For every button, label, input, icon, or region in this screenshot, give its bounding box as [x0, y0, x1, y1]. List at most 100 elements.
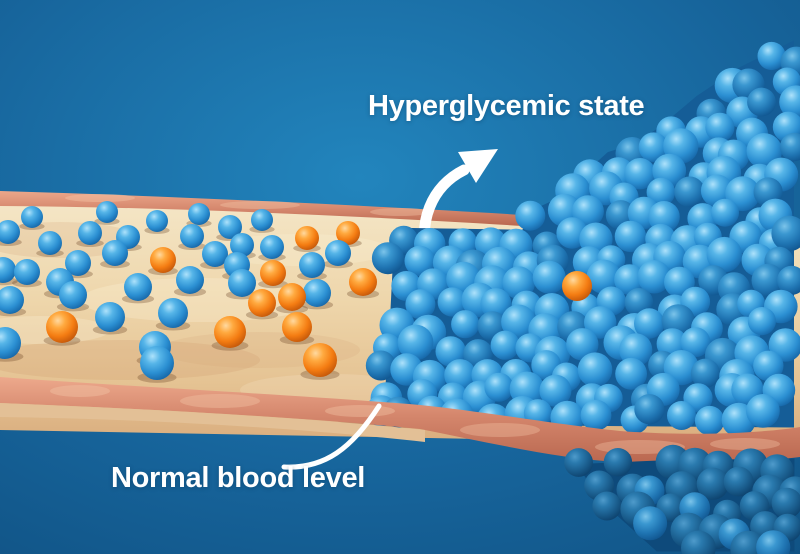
blue-molecule-sphere: [696, 467, 729, 500]
blue-molecule-sphere: [674, 176, 705, 208]
blue-molecule-sphere: [188, 203, 210, 225]
arrow-head-icon: [458, 149, 498, 183]
blue-molecule-sphere: [619, 333, 653, 367]
blue-molecule-sphere: [65, 250, 91, 276]
blue-molecule-sphere: [490, 330, 520, 360]
blue-molecule-sphere: [706, 236, 742, 273]
blue-molecule-sphere: [501, 304, 536, 340]
blue-molecule-sphere: [634, 394, 665, 425]
blue-molecule-sphere: [158, 298, 188, 328]
blue-molecule-sphere: [580, 399, 612, 431]
blue-molecule-sphere: [747, 87, 776, 117]
vessel-lower-wall-edge: [0, 403, 425, 442]
blue-molecule-sphere: [638, 132, 669, 162]
blue-molecule-sphere: [21, 206, 43, 228]
orange-molecule-sphere: [336, 221, 360, 245]
orange-molecule-sphere: [248, 289, 276, 317]
blue-molecule-sphere: [637, 260, 671, 294]
blue-molecule-sphere: [124, 273, 152, 301]
blue-molecule-sphere: [14, 259, 40, 285]
blue-molecule-sphere: [0, 286, 24, 314]
blue-molecule-sphere: [405, 289, 436, 320]
blue-molecule-sphere: [303, 279, 331, 307]
blue-molecule-sphere: [592, 491, 622, 521]
blue-molecule-sphere: [38, 231, 62, 255]
orange-molecule-sphere: [303, 343, 337, 377]
blue-molecule-sphere: [624, 158, 656, 190]
blue-molecule-sphere: [633, 506, 668, 541]
blue-molecule-sphere: [218, 215, 242, 239]
orange-molecule-sphere: [150, 247, 176, 273]
blue-molecule-sphere: [0, 257, 16, 283]
blue-molecule-sphere: [667, 401, 696, 430]
glucose-spill-group: [564, 444, 800, 554]
blue-molecule-sphere: [723, 466, 754, 497]
orange-molecule-sphere: [349, 268, 377, 296]
blue-molecule-sphere: [779, 132, 800, 162]
vessel-upper-wall: [0, 191, 523, 226]
blue-molecule-sphere: [680, 327, 711, 358]
vessel-upper-wall-texture: [65, 194, 430, 216]
blue-molecule-sphere: [646, 177, 676, 207]
blue-molecule-sphere: [584, 306, 617, 339]
blue-molecule-sphere: [747, 307, 777, 336]
blue-molecule-sphere: [571, 195, 604, 228]
blue-molecule-sphere: [614, 264, 645, 295]
blue-molecule-sphere: [180, 224, 204, 248]
blue-molecule-sphere: [757, 41, 786, 71]
blue-molecule-sphere: [532, 260, 566, 294]
blue-molecule-sphere: [614, 220, 647, 253]
blue-molecule-sphere: [230, 233, 254, 257]
blue-molecule-sphere: [480, 288, 512, 320]
blue-molecule-sphere: [140, 346, 174, 380]
blue-molecule-sphere: [325, 240, 351, 266]
blue-molecule-sphere: [228, 269, 256, 297]
blue-molecule-sphere: [771, 215, 800, 252]
orange-molecule-sphere: [46, 311, 78, 343]
blue-molecule-sphere: [634, 308, 665, 339]
blue-molecule-sphere: [0, 220, 20, 244]
blue-molecule-sphere: [251, 209, 273, 231]
blue-molecule-sphere: [711, 198, 739, 227]
orange-molecule-sphere: [278, 283, 306, 311]
blue-molecule-sphere: [690, 358, 721, 388]
blue-molecule-sphere: [299, 252, 325, 278]
hyperglycemic-glucose-pile: [365, 40, 800, 438]
blue-molecule-sphere: [515, 200, 546, 231]
blue-molecule-sphere: [705, 112, 735, 142]
blue-molecule-sphere: [451, 310, 480, 339]
orange-molecule-sphere: [562, 271, 592, 301]
blue-molecule-sphere: [694, 405, 725, 436]
blue-molecule-sphere: [753, 350, 784, 381]
blue-molecule-sphere: [96, 201, 118, 223]
blue-molecule-sphere: [564, 448, 593, 477]
blue-molecule-sphere: [202, 241, 228, 267]
blue-molecule-sphere: [371, 242, 404, 275]
orange-molecule-sphere: [282, 312, 312, 342]
blue-molecule-sphere: [539, 374, 572, 407]
blue-molecule-sphere: [146, 210, 168, 232]
blue-molecule-sphere: [746, 394, 780, 428]
blue-molecule-sphere: [756, 530, 791, 554]
blue-molecule-sphere: [102, 240, 128, 266]
blue-molecule-sphere: [566, 328, 599, 361]
orange-molecule-sphere: [295, 226, 319, 250]
blue-molecule-sphere: [751, 263, 785, 297]
blue-molecule-sphere: [603, 448, 633, 477]
blue-molecule-sphere: [365, 350, 396, 381]
blue-molecule-sphere: [260, 235, 284, 259]
blue-molecule-sphere: [779, 85, 800, 119]
blue-molecule-sphere: [771, 487, 800, 519]
blue-molecule-sphere: [404, 245, 435, 277]
normal-label: Normal blood level: [111, 462, 366, 494]
blue-molecule-sphere: [176, 266, 204, 294]
blue-molecule-sphere: [577, 352, 613, 388]
normal-leader-line: [281, 403, 382, 470]
blue-molecule-sphere: [95, 302, 125, 332]
blue-molecule-sphere: [0, 327, 21, 359]
orange-molecule-sphere: [214, 316, 246, 348]
orange-molecule-sphere: [260, 260, 286, 286]
blue-molecule-sphere: [437, 287, 467, 317]
